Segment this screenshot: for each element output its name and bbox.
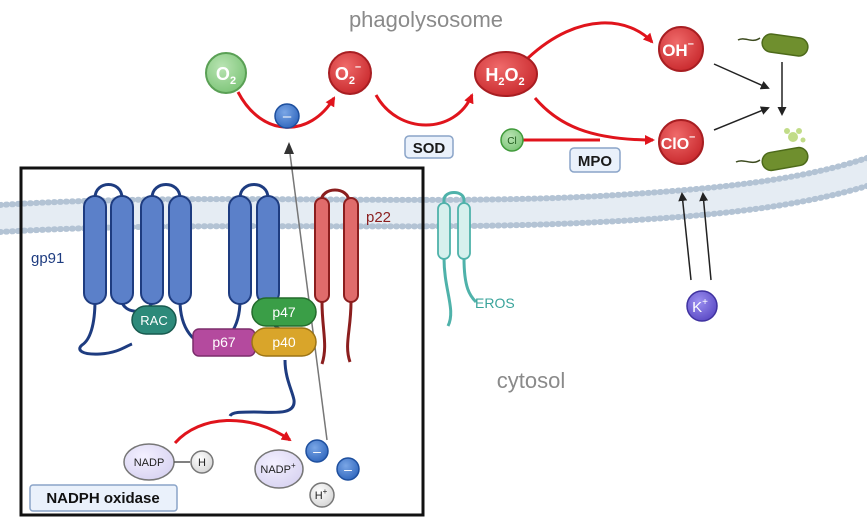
p47-label: p47 (272, 304, 296, 320)
h2o2-sub2: 2 (519, 76, 525, 88)
p47-subunit: p47 (251, 297, 317, 327)
nadph-molecule: NADP H (123, 443, 214, 481)
electron-bottom-2: – (336, 457, 360, 481)
phagolysosome-label: phagolysosome (349, 7, 503, 32)
electron-top (274, 103, 300, 129)
superoxide-main: O (335, 64, 349, 84)
nadp-plus-main: NADP (260, 464, 291, 476)
hypochlorite-sup: – (689, 131, 695, 143)
svg-text:H+: H+ (315, 487, 328, 502)
nadp-oxidation-arrow (173, 419, 292, 445)
nadp-plus-molecule: NADP+ (254, 449, 304, 489)
oxygen-node: O2 (205, 52, 247, 94)
eros-protein: EROS (437, 191, 515, 327)
electron-bottom-2-label: – (344, 461, 352, 477)
hydroxyl-node: OH– (658, 26, 704, 72)
svg-text:NADP+: NADP+ (260, 461, 296, 476)
p22-label: p22 (366, 209, 391, 226)
svg-text:H2O2: H2O2 (485, 65, 524, 88)
superoxide-node: O2– (328, 51, 372, 95)
h2o2-node: H2O2 (474, 51, 538, 97)
gp91-label: gp91 (31, 250, 64, 267)
h2o2-o: O (504, 65, 518, 85)
h2o2-to-hydroxyl-arrow (526, 21, 654, 60)
eros-label: EROS (475, 295, 515, 311)
rac-subunit: RAC (131, 305, 177, 335)
svg-text:O2–: O2– (335, 61, 361, 87)
hypochlorite-node: ClO– (658, 119, 704, 165)
o2-sub: 2 (230, 75, 236, 87)
potassium-sup: + (702, 297, 708, 308)
sod-enzyme: SOD (404, 135, 454, 159)
gp91-protein (78, 183, 296, 417)
potassium-node: K+ (686, 290, 718, 322)
mpo-enzyme: MPO (569, 147, 621, 173)
potassium-arrow-right (699, 192, 712, 281)
proton-node: H+ (309, 482, 335, 508)
superoxide-sup: – (355, 61, 361, 73)
bacterium-damaged (735, 128, 809, 172)
chloride-label: Cl (507, 136, 516, 147)
nadp-plus-sup: + (291, 461, 296, 470)
svg-text:OH–: OH– (662, 38, 694, 60)
p40-subunit: p40 (251, 327, 317, 357)
nadph-oxidase-label-box: NADPH oxidase (29, 484, 178, 512)
p40-label: p40 (272, 334, 296, 350)
hydroxyl-main: OH (662, 41, 688, 60)
hydroxyl-sup: – (688, 38, 694, 50)
hypochlorite-main: ClO (661, 136, 689, 153)
mpo-label: MPO (578, 153, 613, 170)
potassium-arrow-left (678, 192, 692, 281)
electron-bottom-1-label: – (313, 443, 321, 459)
nadph-oxidase-label: NADPH oxidase (46, 490, 159, 507)
svg-text:ClO–: ClO– (661, 131, 696, 153)
cytosol-label: cytosol (497, 368, 565, 393)
hydroxyl-to-bacterium-arrow (713, 63, 770, 90)
svg-text:K+: K+ (692, 297, 708, 316)
nadp-label: NADP (134, 457, 165, 469)
chloride-node: Cl (500, 128, 524, 152)
h2o2-to-hypochlorite-arrow (533, 97, 655, 145)
electron-bottom-1: – (305, 439, 329, 463)
rac-label: RAC (140, 313, 167, 328)
h2o2-h: H (485, 65, 498, 85)
svg-text:O2: O2 (216, 64, 236, 87)
p22-protein (314, 188, 359, 365)
superoxide-to-h2o2-arrow (374, 93, 474, 127)
p67-label: p67 (212, 334, 236, 350)
o2-main: O (216, 64, 230, 84)
superoxide-sub: 2 (349, 75, 355, 87)
electron-top-label: – (283, 108, 292, 125)
sod-label: SOD (413, 140, 446, 157)
electron-transfer-line (288, 145, 328, 441)
h2o2-sub1: 2 (498, 76, 504, 88)
p67-subunit: p67 (192, 328, 256, 357)
proton-sup: + (323, 487, 328, 496)
hypochlorite-to-bacterium-arrow (713, 106, 770, 131)
hydrogen-label: H (198, 457, 206, 469)
nadph-oxidase-frame (19, 166, 425, 517)
potassium-main: K (692, 299, 702, 316)
bacterium-healthy (737, 33, 809, 57)
proton-main: H (315, 490, 323, 502)
